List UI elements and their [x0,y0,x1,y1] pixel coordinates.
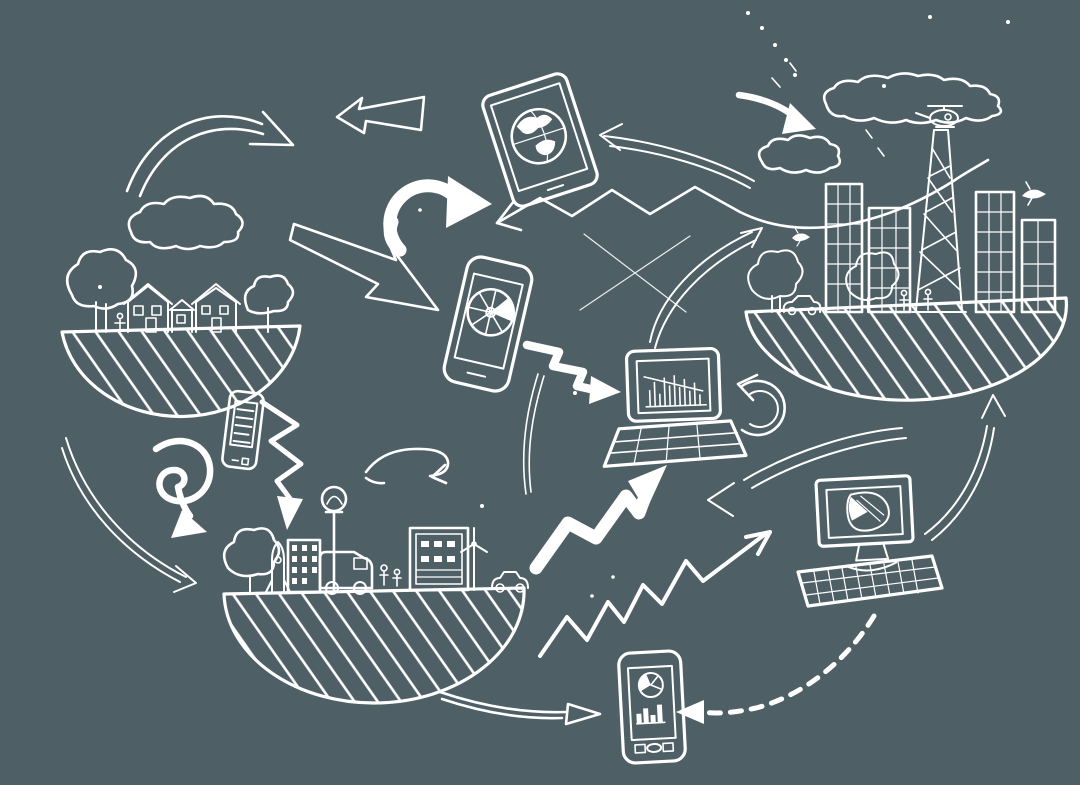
refresh-arrow [383,176,492,257]
pie-chart-icon [846,491,890,532]
thick-trend-arrow [529,465,667,575]
street-lamp [320,485,348,594]
block-arrow-left [335,95,426,135]
wheel-chart-icon [466,288,515,337]
pie-chart-icon [637,672,664,699]
phone-list-icon [221,389,265,471]
curved-up-arrow-right [924,394,1006,541]
bar-chart-icon [643,375,707,408]
keyboard [796,554,944,608]
lasso-loop-arrow [364,447,450,485]
town-island [222,485,529,705]
spiral-arrow [152,437,214,538]
phone-analytics-icon [617,649,687,765]
house [123,283,173,333]
vertical-swoosh [522,373,545,495]
plane-icon [1022,181,1046,206]
tree [65,248,138,333]
dotted-trail-top [746,11,797,88]
smartphone-wheel-icon [442,255,534,393]
wave-zigzag-arrow [495,158,990,232]
dashed-curve-arrow [676,613,877,724]
lightning-arrow [259,399,304,530]
skyscraper [824,182,864,314]
stepped-arrow [522,340,621,404]
house [191,283,241,333]
office-building [408,526,470,592]
person [379,564,389,586]
curved-up-arrow-center [649,227,763,349]
tree [243,274,295,333]
car [782,295,822,316]
plane-icon [792,227,810,247]
person [392,568,402,587]
lattice-tower [911,129,967,313]
bar-chart-icon [636,704,666,725]
skyscraper [974,190,1016,314]
sketch-cross-lines [579,233,691,313]
counterclockwise-loop-arrow [736,373,786,437]
small-left-arrow [599,123,755,189]
skyscraper [867,206,912,314]
cloud-top-right-small [757,134,842,174]
laptop-chart-icon [602,346,748,468]
chart-line-arrow [538,530,772,658]
desktop-computer-icon [796,474,944,608]
down-right-arrow [735,91,816,134]
tree [747,249,804,313]
car [491,571,529,593]
arrow-to-phone [438,690,602,726]
tree [845,251,900,313]
wind-turbine [460,527,488,591]
island-ground [60,324,302,419]
person [899,289,909,311]
island-ground [222,586,526,705]
apartment-building [286,538,322,594]
tablet-globe-icon [481,72,599,208]
cloud-top-right-large [822,72,1003,125]
long-curve-arrow [61,437,197,593]
arc-arrow-top-left [125,110,295,198]
curved-down-left-arrow [707,427,907,517]
house [169,299,195,333]
person [114,312,126,331]
tree [222,527,281,593]
city-island [744,105,1069,402]
big-sketch-arrow [288,222,440,312]
helicopter [915,105,963,128]
cloud-top-left [127,194,244,251]
skyscraper [1020,218,1057,314]
island-ground [744,296,1069,402]
speckles [98,15,1010,598]
suburb-island [60,248,302,419]
person [923,288,933,311]
van [318,550,374,595]
